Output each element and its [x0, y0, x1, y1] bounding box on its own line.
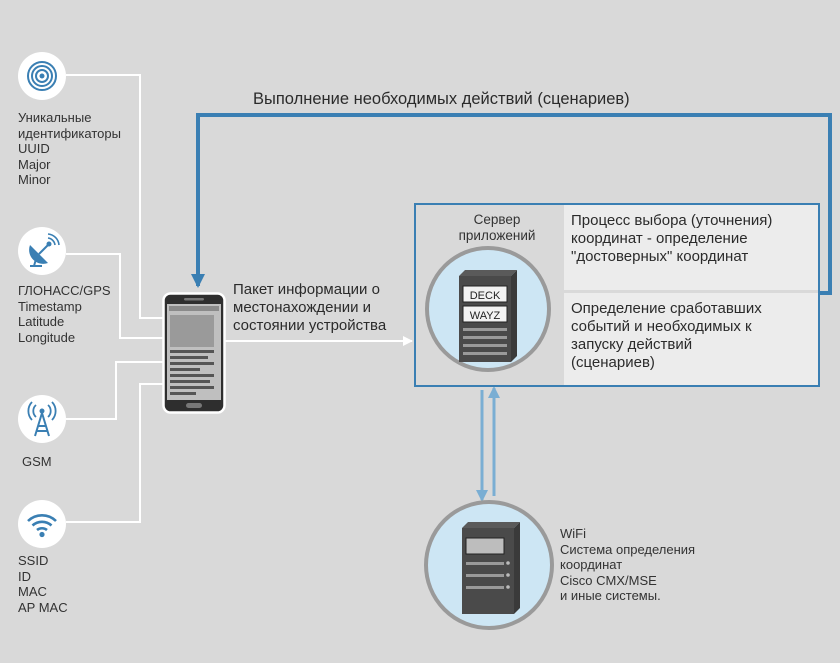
actions-feedback-arrow: [191, 113, 832, 295]
wifi-icon: [27, 514, 57, 538]
event-detection-text: Определение сработавших событий и необхо…: [571, 300, 762, 371]
event-detection-panel: Определение сработавших событий и необхо…: [564, 293, 818, 385]
wifi-source: [18, 500, 66, 548]
rack-label-wayz: WAYZ: [470, 310, 501, 322]
gsm-connector: [66, 361, 165, 420]
beacon-connector: [66, 74, 165, 319]
coordinate-selection-text: Процесс выбора (уточнения) координат - о…: [571, 212, 773, 265]
beacon-icon: [27, 61, 57, 91]
rack-label-deck: DECK: [470, 290, 501, 302]
gnss-source: [18, 227, 66, 275]
coordinate-selection-panel: Процесс выбора (уточнения) координат - о…: [564, 205, 818, 290]
gnss-connector: [66, 253, 165, 339]
wifi-label: SSID ID MAC AP MAC: [18, 553, 68, 615]
beacon-source: [18, 52, 66, 100]
gsm-label: GSM: [22, 454, 52, 469]
app-server-label: Сервер приложений: [458, 212, 536, 243]
gsm-source: [18, 395, 66, 443]
diagram-title: Выполнение необходимых действий (сценари…: [253, 90, 630, 108]
packet-label: Пакет информации о местонахождении и сос…: [233, 281, 387, 334]
external-server-icon: [462, 522, 520, 614]
external-system-label: WiFi Система определения координат Cisco…: [560, 526, 696, 603]
server-rack-icon: DECK WAYZ: [459, 270, 517, 362]
satellite-dish-icon: [29, 233, 60, 267]
cell-tower-icon: [27, 401, 57, 437]
beacon-label: Уникальные идентификаторы UUID Major Min…: [18, 110, 121, 187]
wifi-connector: [66, 383, 165, 523]
gnss-label: ГЛОНАСС/GPS Timestamp Latitude Longitude: [18, 283, 111, 345]
smartphone-icon: [162, 292, 226, 414]
